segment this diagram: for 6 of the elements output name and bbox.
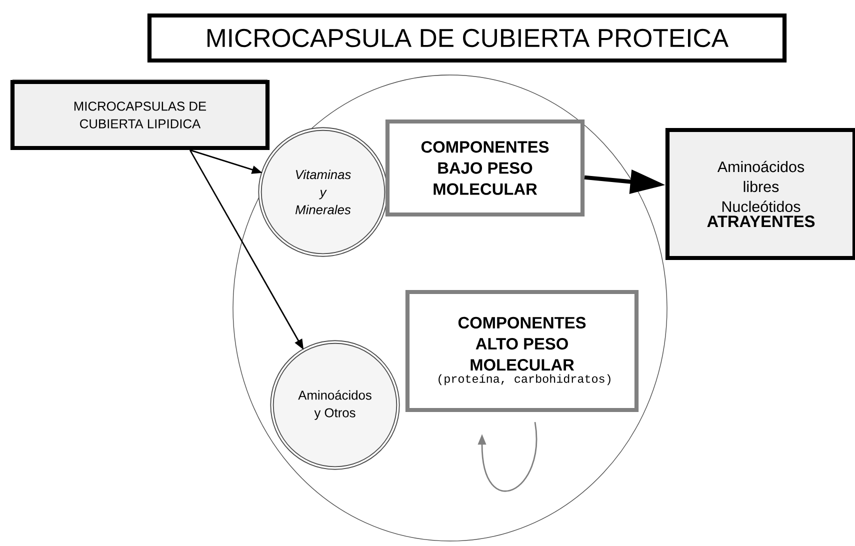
component-box: COMPONENTES BAJO PESO MOLECULAR: [385, 119, 585, 217]
component-box: COMPONENTES ALTO PESO MOLECULAR (proteína, carbohidratos): [405, 290, 639, 412]
arrow: [478, 422, 538, 492]
title-box: MICROCAPSULA DE CUBIERTA PROTEICA: [147, 13, 787, 63]
result-box: Aminoácidos libres Nucleótidos ATRAYENTES: [665, 128, 855, 260]
label-box: MICROCAPSULAS DE CUBIERTA LIPIDICA: [10, 79, 270, 150]
